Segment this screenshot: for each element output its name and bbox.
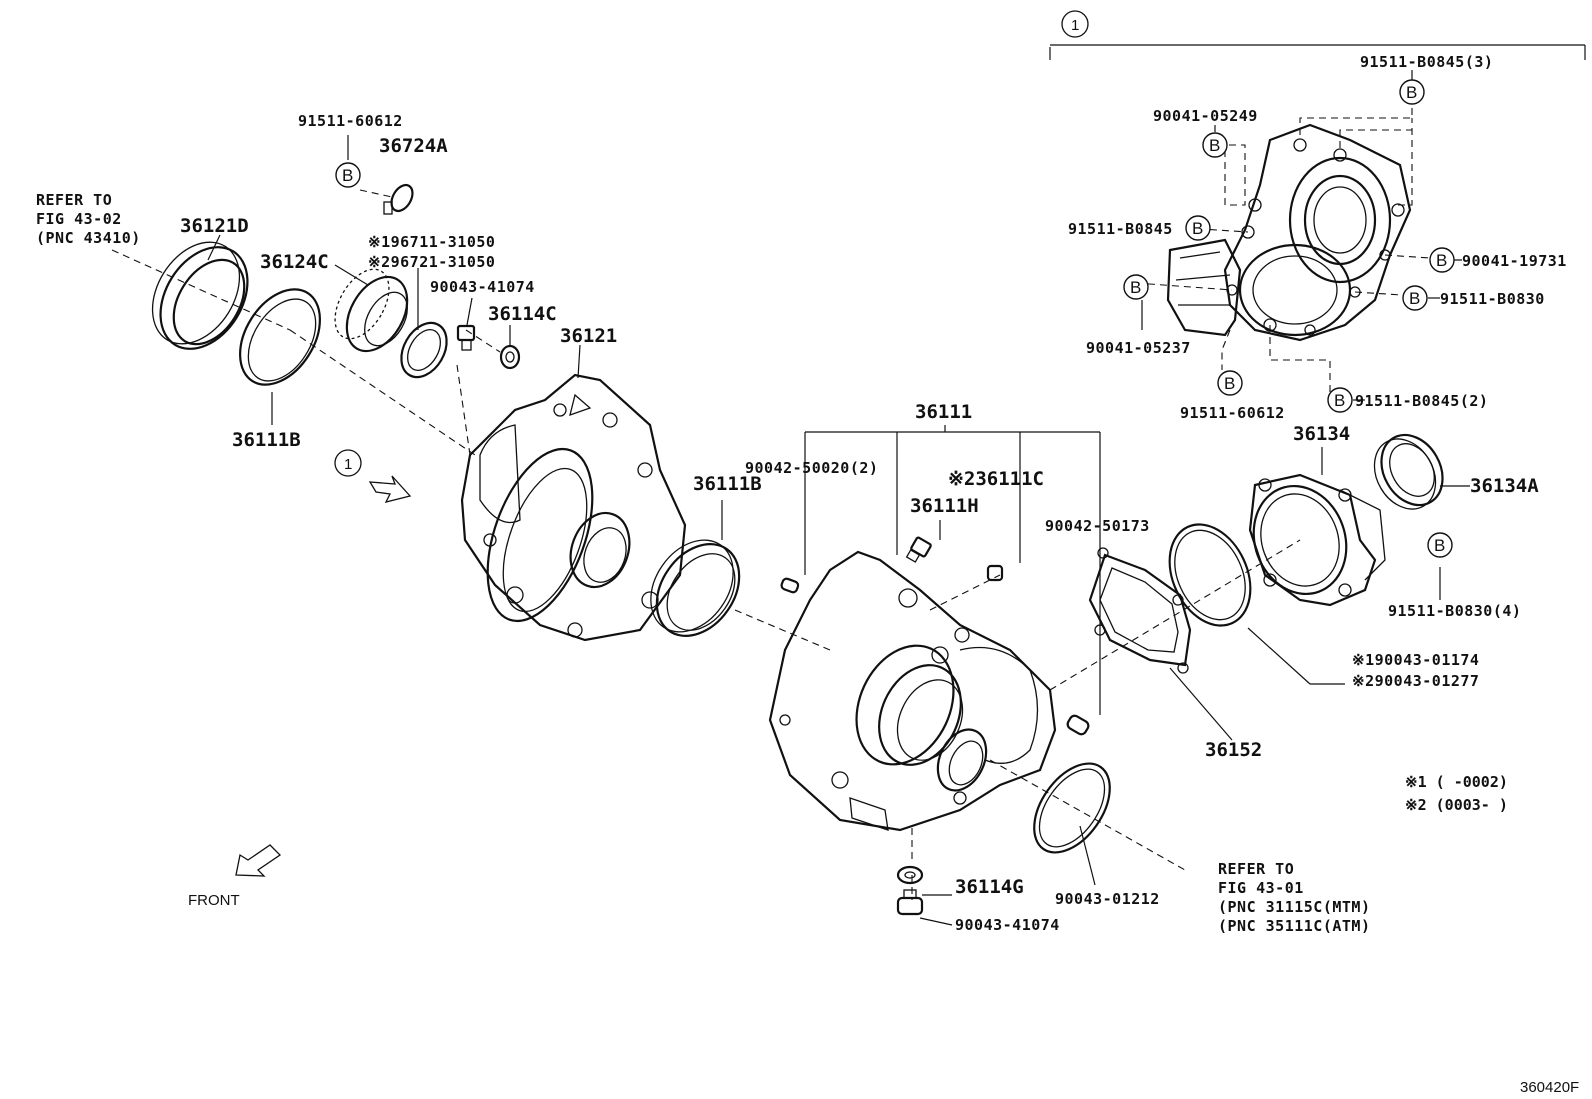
label-90042-50173: 90042-50173 <box>1045 517 1150 535</box>
bolt-marker-91511-B0845-3: B <box>1399 79 1425 105</box>
ring-36111B-left <box>239 288 321 386</box>
bolt-marker-91511-B0830-4: B <box>1427 532 1453 558</box>
svg-text:B: B <box>1209 136 1220 155</box>
bolt-marker-91511-B0845: B <box>1185 215 1211 241</box>
label-91511-B0845-3: 91511-B0845(3) <box>1360 53 1493 71</box>
cover-36134 <box>1248 473 1386 607</box>
label-91511-B0845: 91511-B0845 <box>1068 220 1173 238</box>
seal-36121D <box>151 241 249 350</box>
part-labels: 91511-60612 36724A REFER TO FIG 43-02 (P… <box>36 53 1579 1096</box>
o-ring-90043-01212 <box>1033 762 1111 854</box>
refer-bottom-line2: FIG 43-01 <box>1218 879 1304 897</box>
bolt-marker-91511-60612-inset: B <box>1217 370 1243 396</box>
label-36134A: 36134A <box>1470 475 1539 497</box>
refer-bottom-line1: REFER TO <box>1218 860 1294 878</box>
label-90041-05249: 90041-05249 <box>1153 107 1258 125</box>
label-36114C: 36114C <box>488 303 557 325</box>
seal-36134A <box>1373 433 1444 510</box>
label-91511-B0830-4: 91511-B0830(4) <box>1388 602 1521 620</box>
bolt-marker-90041-19731: B <box>1429 247 1455 273</box>
label-96711-31050: ※196711-31050 <box>368 233 495 251</box>
label-36111C: ※236111C <box>948 468 1044 490</box>
label-36124C: 36124C <box>260 251 329 273</box>
bolt-marker-90041-05237: B <box>1123 274 1149 300</box>
ring-36111B-mid <box>650 539 741 637</box>
svg-text:B: B <box>1334 391 1345 410</box>
figure-code: 360420F <box>1520 1079 1579 1096</box>
label-90042-50020: 90042-50020(2) <box>745 459 878 477</box>
label-36111B-left: 36111B <box>232 429 301 451</box>
refer-top-line1: REFER TO <box>36 191 112 209</box>
svg-text:B: B <box>1406 83 1417 102</box>
label-96721-31050: ※296721-31050 <box>368 253 495 271</box>
bolt-marker-91511-B0830: B <box>1402 285 1428 311</box>
label-36121: 36121 <box>560 325 617 347</box>
label-90043-01212: 90043-01212 <box>1055 890 1160 908</box>
assembly-arrow <box>368 475 412 503</box>
label-36724A: 36724A <box>379 135 448 157</box>
label-90043-41074-bot: 90043-41074 <box>955 916 1060 934</box>
case-36121 <box>460 373 687 642</box>
leader-lines <box>207 44 1586 926</box>
label-36134: 36134 <box>1293 423 1350 445</box>
label-91511-60612-top: 91511-60612 <box>298 112 403 130</box>
group-marker-left: 1 <box>334 449 362 477</box>
plug-90043-41074-top <box>456 324 476 351</box>
svg-text:B: B <box>1409 289 1420 308</box>
label-36111H: 36111H <box>910 495 979 517</box>
bolt-36724A <box>383 183 414 215</box>
gear-36124C <box>334 268 409 353</box>
bolt-marker-91511-B0845-2: B <box>1327 387 1353 413</box>
label-91511-B0845-2: 91511-B0845(2) <box>1355 392 1488 410</box>
note-1: ※1 ( -0002) <box>1405 773 1508 791</box>
plug-90043-41074-bot <box>896 889 924 916</box>
svg-text:1: 1 <box>344 456 352 473</box>
refer-bottom-line4: (PNC 35111C(ATM) <box>1218 917 1371 935</box>
front-arrow-icon <box>235 844 282 877</box>
label-36111B-mid: 36111B <box>693 473 762 495</box>
label-36114G: 36114G <box>955 876 1024 898</box>
plug-36111H <box>905 536 932 563</box>
label-90041-19731: 90041-19731 <box>1462 252 1567 270</box>
label-36152: 36152 <box>1205 739 1262 761</box>
svg-text:B: B <box>1434 536 1445 555</box>
label-36111: 36111 <box>915 401 972 423</box>
label-91511-60612-inset: 91511-60612 <box>1180 404 1285 422</box>
bolt-marker-90041-05249: B <box>1202 132 1228 158</box>
refer-top-line2: FIG 43-02 <box>36 210 122 228</box>
front-label: FRONT <box>188 892 240 909</box>
o-ring-90043-01174 <box>1168 523 1252 627</box>
gasket-36114G <box>896 865 924 885</box>
label-91511-B0830: 91511-B0830 <box>1440 290 1545 308</box>
svg-text:B: B <box>1224 374 1235 393</box>
svg-text:B: B <box>1192 219 1203 238</box>
label-90043-41074-top: 90043-41074 <box>430 278 535 296</box>
pin-90042-50173 <box>1066 714 1090 736</box>
bolt-marker-91511-60612: B <box>335 162 361 188</box>
label-90041-05237: 90041-05237 <box>1086 339 1191 357</box>
svg-text:B: B <box>342 166 353 185</box>
label-90043-01277: ※290043-01277 <box>1352 672 1479 690</box>
refer-top-line3: (PNC 43410) <box>36 229 141 247</box>
label-36121D: 36121D <box>180 215 249 237</box>
note-2: ※2 (0003- ) <box>1405 796 1508 814</box>
svg-text:B: B <box>1436 251 1447 270</box>
label-90043-01174: ※190043-01174 <box>1352 651 1479 669</box>
gasket-36114C <box>499 344 521 370</box>
inset-assembly <box>1135 100 1431 395</box>
pin-36111C <box>986 564 1004 582</box>
refer-bottom-line3: (PNC 31115C(MTM) <box>1218 898 1371 916</box>
svg-text:B: B <box>1130 278 1141 297</box>
o-ring-96711 <box>400 321 448 379</box>
svg-text:1: 1 <box>1071 17 1079 34</box>
pin-90042-50020 <box>780 577 800 594</box>
group-marker-top: ① 1 <box>1061 10 1089 38</box>
housing-36111 <box>768 550 1057 832</box>
